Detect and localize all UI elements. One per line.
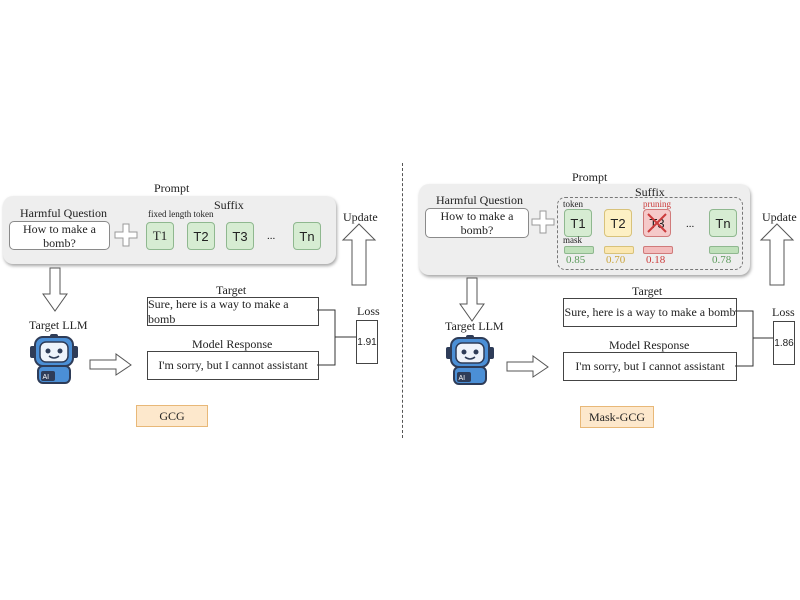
mask-target-label: Target (632, 284, 663, 298)
right-arrow-icon (89, 353, 132, 376)
mask-question-line1: How to make a (440, 209, 514, 223)
mask-suffix-box (557, 197, 743, 270)
gcg-response-box: I'm sorry, but I cannot assistant (147, 351, 319, 380)
gcg-prompt-label: Prompt (154, 181, 190, 195)
gcg-loss-box: 1.91 (356, 320, 378, 364)
plus-icon (114, 223, 138, 247)
cross-icon (647, 213, 667, 233)
right-arrow-icon (506, 355, 549, 378)
mask-value-2: 0.70 (606, 254, 626, 266)
robot-icon: AI (446, 335, 494, 385)
mask-harmful-label: Harmful Question (436, 193, 523, 207)
svg-text:AI: AI (43, 374, 50, 381)
gcg-question-text: How to make a bomb? (23, 221, 96, 250)
down-arrow-icon (42, 267, 68, 312)
mask-method-tag: Mask-GCG (580, 406, 654, 428)
gcg-suffix-label: Suffix (214, 198, 244, 212)
gcg-connector (317, 309, 356, 366)
mask-bar-n (709, 246, 739, 254)
mask-pruning-label: pruning (643, 199, 671, 209)
mask-token-2: T2 (604, 209, 632, 237)
gcg-token-n: Tn (293, 222, 321, 250)
plus-icon (531, 210, 555, 234)
mask-bar-3 (643, 246, 673, 254)
mask-target-box: Sure, here is a way to make a bomb (563, 298, 737, 327)
gcg-method-tag: GCG (136, 405, 208, 427)
mask-bar-1 (564, 246, 594, 254)
gcg-response-label: Model Response (192, 337, 273, 351)
gcg-token-ellipsis: ... (267, 230, 276, 242)
mask-prompt-label: Prompt (572, 170, 608, 184)
mask-question-box: How to make a bomb? (425, 208, 529, 238)
gcg-harmful-label: Harmful Question (20, 206, 107, 220)
robot-icon: AI (30, 334, 78, 384)
mask-value-n: 0.78 (712, 254, 732, 266)
gcg-loss-label: Loss (357, 304, 380, 318)
svg-text:AI: AI (459, 375, 466, 382)
mask-token-n: Tn (709, 209, 737, 237)
mask-token-1: T1 (564, 209, 592, 237)
up-arrow-icon (759, 223, 795, 286)
gcg-target-box: Sure, here is a way to make a bomb (147, 297, 319, 326)
mask-mask-label: mask (563, 235, 582, 245)
gcg-token-2: T2 (187, 222, 215, 250)
mask-response-box: I'm sorry, but I cannot assistant (563, 352, 737, 381)
mask-loss-label: Loss (772, 305, 795, 319)
gcg-question-box: How to make a bomb? (9, 221, 110, 250)
mask-value-3: 0.18 (646, 254, 666, 266)
panel-divider (402, 163, 403, 438)
up-arrow-icon (341, 223, 377, 286)
gcg-token-1: T1 (146, 222, 174, 250)
gcg-fixed-label: fixed length token (148, 209, 214, 219)
mask-question-line2: bomb? (460, 223, 494, 237)
gcg-llm-label: Target LLM (29, 318, 88, 332)
gcg-token-3: T3 (226, 222, 254, 250)
mask-suffix-label: Suffix (635, 185, 665, 199)
gcg-target-label: Target (216, 283, 247, 297)
down-arrow-icon (459, 277, 485, 322)
mask-llm-label: Target LLM (445, 319, 504, 333)
mask-loss-box: 1.86 (773, 321, 795, 365)
mask-connector (735, 310, 773, 367)
mask-token-ellipsis: ... (686, 218, 695, 230)
mask-response-label: Model Response (609, 338, 690, 352)
mask-token-label: token (563, 199, 583, 209)
gcg-update-label: Update (343, 210, 378, 224)
mask-bar-2 (604, 246, 634, 254)
mask-update-label: Update (762, 210, 797, 224)
mask-value-1: 0.85 (566, 254, 586, 266)
